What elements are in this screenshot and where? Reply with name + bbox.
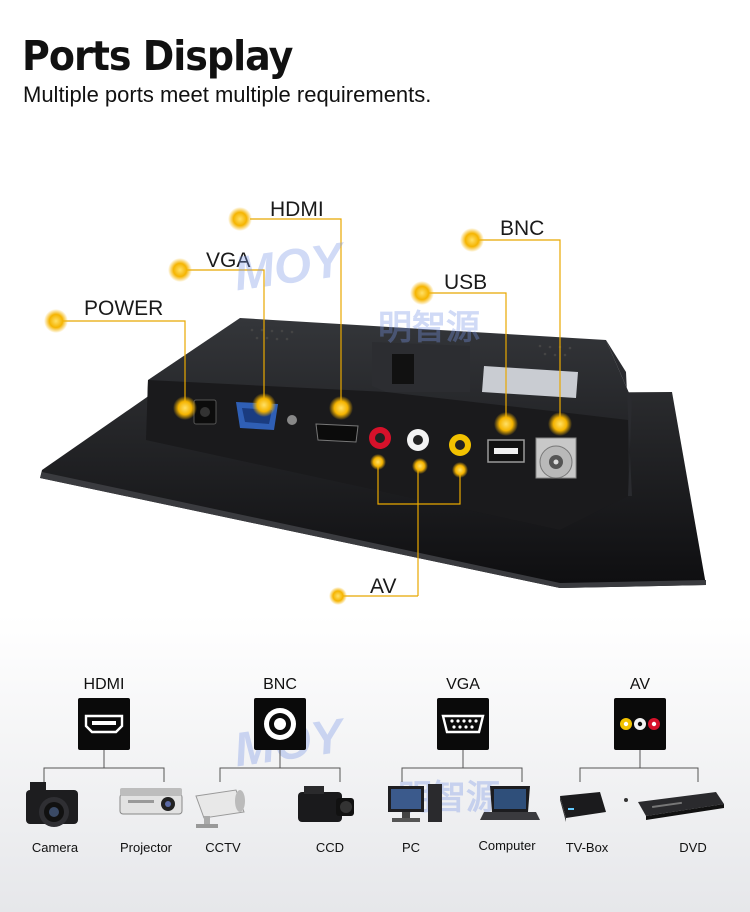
callout-lines bbox=[60, 218, 561, 597]
category-title-vga: VGA bbox=[446, 676, 480, 693]
bottom-panel-background bbox=[0, 615, 750, 912]
callout-label-power: POWER bbox=[84, 297, 164, 320]
callout-dots bbox=[44, 207, 572, 605]
callout-label-vga: VGA bbox=[206, 249, 251, 272]
category-title-av: AV bbox=[629, 676, 651, 693]
category-title-bnc: BNC bbox=[263, 676, 297, 693]
monitor-back-side bbox=[606, 340, 632, 496]
device-label-projector: Projector bbox=[119, 840, 173, 855]
callout-label-hdmi: HDMI bbox=[270, 198, 324, 221]
av-rca-icon bbox=[614, 698, 666, 750]
callout-label-usb: USB bbox=[444, 271, 488, 294]
page-subtitle: Multiple ports meet multiple requirement… bbox=[23, 82, 432, 107]
device-label-ccd: CCD bbox=[315, 840, 345, 855]
device-label-camera: Camera bbox=[31, 840, 79, 855]
monitor-illustration bbox=[40, 207, 706, 605]
bnc-port bbox=[535, 437, 577, 479]
device-label-dvd: DVD bbox=[679, 840, 707, 855]
device-label-cctv: CCTV bbox=[205, 840, 241, 855]
hdmi-port-icon bbox=[78, 698, 130, 750]
stand-bracket bbox=[372, 342, 470, 392]
device-label-tv-box: TV-Box bbox=[565, 840, 609, 855]
page-title: Ports Display bbox=[22, 32, 293, 80]
hdmi-port bbox=[315, 423, 359, 443]
av-rca-ports bbox=[369, 427, 471, 456]
speaker-grille bbox=[250, 328, 572, 357]
stand-slot bbox=[392, 354, 414, 384]
device-label-pc: PC bbox=[401, 840, 421, 855]
callout-label-bnc: BNC bbox=[500, 217, 545, 240]
category-title-hdmi: HDMI bbox=[83, 676, 125, 693]
device-label-computer: Computer bbox=[478, 838, 536, 853]
bnc-port-icon bbox=[254, 698, 306, 750]
vga-port-icon bbox=[437, 698, 489, 750]
callout-label-av: AV bbox=[370, 575, 397, 598]
